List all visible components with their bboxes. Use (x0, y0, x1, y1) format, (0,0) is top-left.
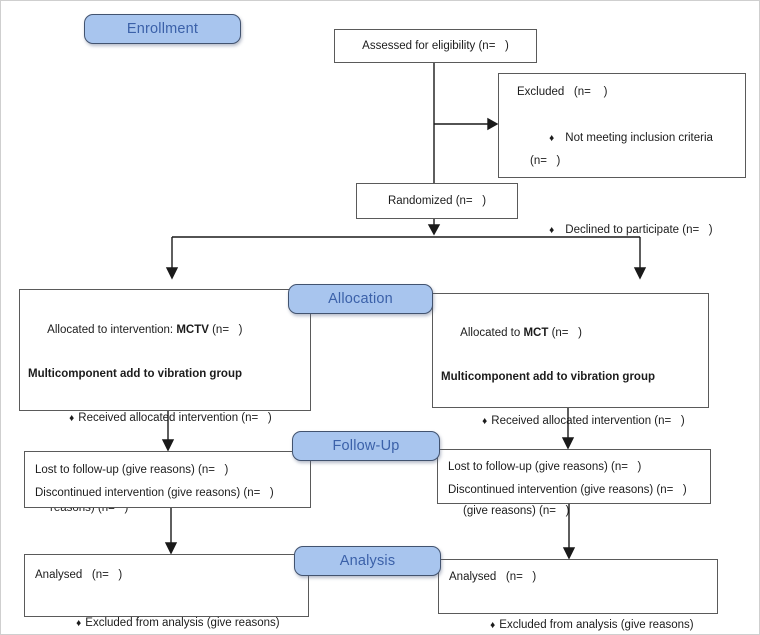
diamond-bullet-icon: ♦ (549, 225, 555, 236)
diamond-bullet-icon: ♦ (76, 618, 82, 629)
diamond-bullet-icon: ♦ (69, 413, 75, 424)
diamond-bullet-icon: ♦ (490, 620, 496, 631)
analysed-title: Analysed (n= ) (449, 571, 537, 583)
analysis-label: Analysis (339, 553, 396, 569)
allocation-phase-badge: Allocation (288, 284, 433, 314)
followup-label: Follow-Up (332, 438, 400, 454)
alloc-left-line1: Allocated to intervention: MCTV (n= ) (47, 324, 243, 336)
assessed-text: Assessed for eligibility (n= ) (362, 40, 509, 52)
followup-line: Lost to follow-up (give reasons) (n= ) (448, 461, 642, 473)
allocation-box-mctv: Allocated to intervention: MCTV (n= ) Mu… (19, 289, 311, 514)
analysis-box-right: Analysed (n= ) ♦Excluded from analysis (… (438, 559, 718, 631)
diamond-bullet-icon: ♦ (549, 133, 555, 144)
analysed-title: Analysed (n= ) (35, 569, 123, 581)
assessed-eligibility-box: Assessed for eligibility (n= ) (334, 29, 537, 63)
followup-phase-badge: Follow-Up (292, 431, 440, 461)
analysis-phase-badge: Analysis (294, 546, 441, 576)
analysis-item: ♦Excluded from analysis (give reasons) (… (490, 619, 694, 631)
followup-box-left: Lost to follow-up (give reasons) (n= ) D… (24, 451, 311, 508)
alloc-left-group-name: Multicomponent add to vibration group (28, 368, 243, 380)
randomized-box: Randomized (n= ) (356, 183, 518, 219)
excluded-box: Excluded (n= ) ♦Not meeting inclusion cr… (498, 73, 746, 305)
analysis-item: ♦Excluded from analysis (give reasons) (… (76, 617, 280, 629)
allocation-box-mct: Allocated to MCT (n= ) Multicomponent ad… (432, 293, 709, 517)
followup-line: Discontinued intervention (give reasons)… (35, 487, 274, 499)
excluded-item: ♦Declined to participate (n= ) (549, 224, 713, 236)
group-code: MCTV (176, 324, 209, 336)
randomized-text: Randomized (n= ) (387, 195, 487, 207)
alloc-right-line1: Allocated to MCT (n= ) (460, 327, 582, 339)
excluded-title: Excluded (n= ) (517, 86, 608, 98)
group-code: MCT (523, 327, 549, 339)
alloc-left-item: ♦Received allocated intervention (n= ) (69, 412, 272, 424)
analysis-box-left: Analysed (n= ) ♦Excluded from analysis (… (24, 554, 309, 629)
diamond-bullet-icon: ♦ (482, 416, 488, 427)
alloc-right-item: ♦Received allocated intervention (n= ) (482, 415, 685, 427)
allocation-label: Allocation (328, 291, 393, 307)
followup-line: Lost to follow-up (give reasons) (n= ) (35, 464, 229, 476)
followup-line: Discontinued intervention (give reasons)… (448, 484, 687, 496)
alloc-right-group-name: Multicomponent add to vibration group (441, 371, 656, 383)
followup-box-right: Lost to follow-up (give reasons) (n= ) D… (437, 449, 711, 504)
enrollment-label: Enrollment (126, 21, 199, 37)
enrollment-phase-badge: Enrollment (84, 14, 241, 44)
excluded-item: ♦Not meeting inclusion criteria (n= ) (530, 132, 717, 167)
